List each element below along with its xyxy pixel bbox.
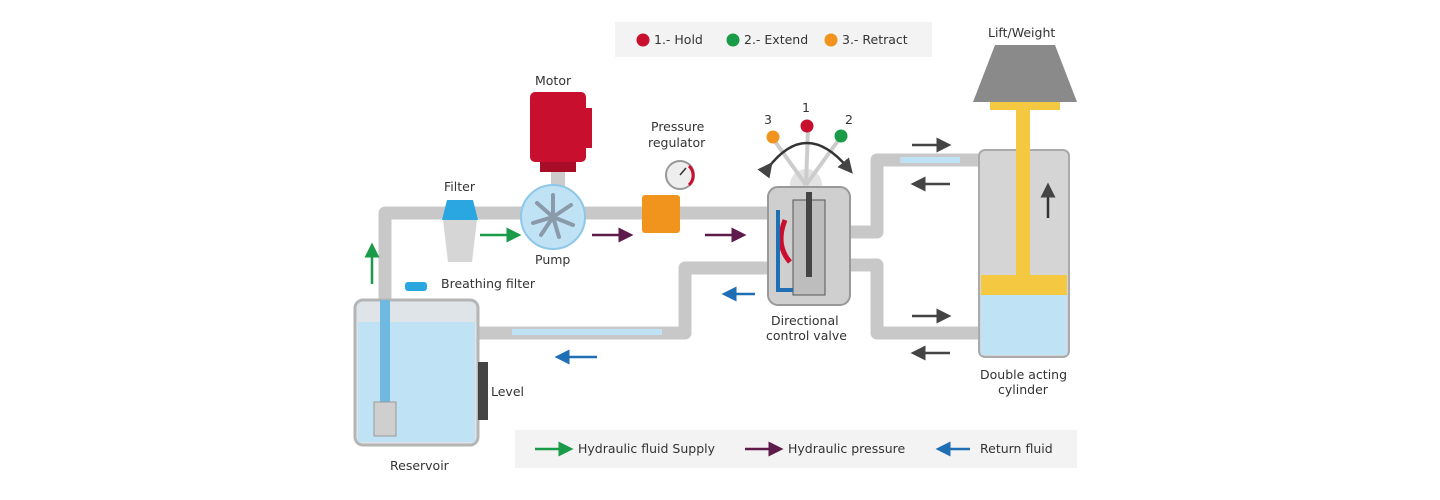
extend-dot [726,33,740,47]
flow-legend: Hydraulic fluid Supply Hydraulic pressur… [515,430,1077,468]
pressure-regulator [642,160,695,233]
label-reservoir: Reservoir [390,458,450,473]
position-1-label: 1 [802,100,810,115]
position-2-knob[interactable] [834,129,848,143]
label-valve-2: control valve [766,328,847,343]
label-cylinder-1: Double acting [980,367,1067,382]
legend-extend: 2.- Extend [744,32,808,47]
label-pump: Pump [535,252,570,267]
legend-retract: 3.- Retract [842,32,908,47]
position-2-label: 2 [845,112,853,127]
cylinder-line-fluid [900,157,960,163]
retract-dot [824,33,838,47]
legend-return: Return fluid [980,441,1053,456]
position-1-knob[interactable] [800,119,814,133]
label-level: Level [491,384,524,399]
filter [442,200,478,262]
flow-arrows [364,137,952,365]
label-valve-1: Directional [771,313,839,328]
breathing-filter-cap [405,282,427,291]
label-pressure-regulator-1: Pressure [651,119,705,134]
double-acting-cylinder [973,45,1077,358]
legend-pressure: Hydraulic pressure [788,441,906,456]
directional-control-valve: 3 1 2 [757,100,853,306]
return-fluid [512,329,662,335]
pump [520,184,586,250]
position-3-label: 3 [764,112,772,127]
label-breathing-filter: Breathing filter [441,276,536,291]
state-legend: 1.- Hold 2.- Extend 3.- Retract [615,22,932,57]
reservoir [353,282,488,447]
legend-supply: Hydraulic fluid Supply [578,441,716,456]
label-motor: Motor [535,73,572,88]
hold-dot [636,33,650,47]
label-lift-weight: Lift/Weight [988,25,1055,40]
position-3-knob[interactable] [766,130,780,144]
pipes [378,153,979,340]
label-filter: Filter [444,179,476,194]
label-pressure-regulator-2: regulator [648,135,706,150]
label-cylinder-2: cylinder [998,382,1049,397]
legend-hold: 1.- Hold [654,32,703,47]
level-gauge [478,362,488,420]
